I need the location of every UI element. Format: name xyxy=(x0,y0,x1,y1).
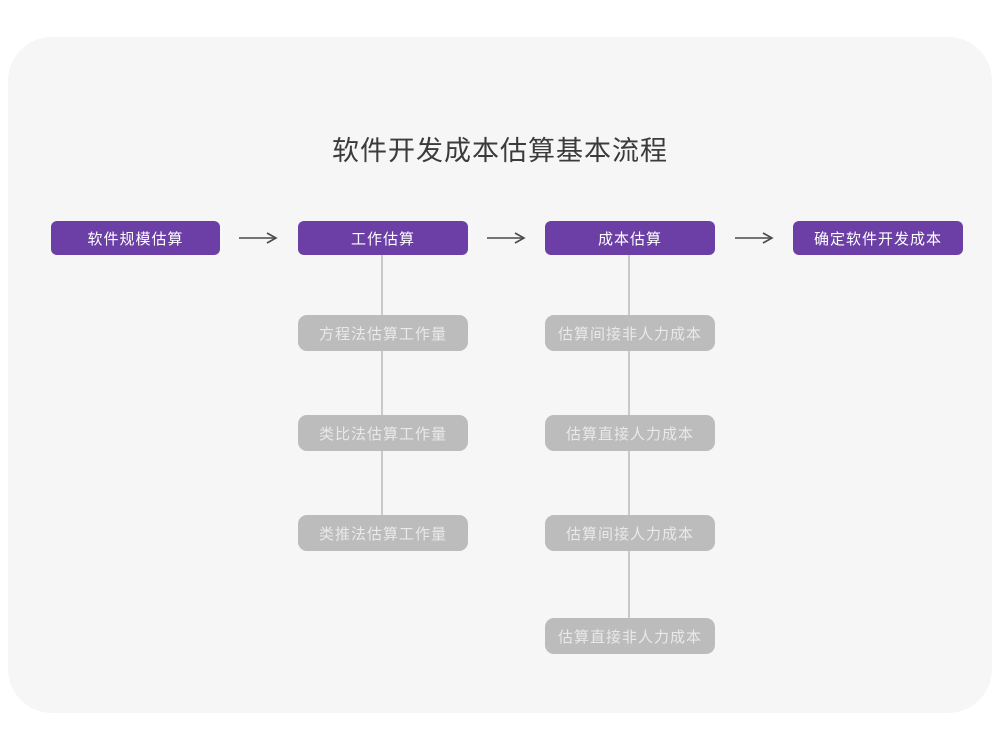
stage-determine-development-cost: 确定软件开发成本 xyxy=(793,221,963,255)
method-analogy-effort-estimation: 类比法估算工作量 xyxy=(298,415,468,451)
stage-software-scale-estimation: 软件规模估算 xyxy=(51,221,220,255)
step-indirect-labor-cost: 估算间接人力成本 xyxy=(545,515,715,551)
step-direct-labor-cost: 估算直接人力成本 xyxy=(545,415,715,451)
page-title: 软件开发成本估算基本流程 xyxy=(332,136,668,166)
step-indirect-non-labor-cost: 估算间接非人力成本 xyxy=(545,315,715,351)
method-equation-effort-estimation: 方程法估算工作量 xyxy=(298,315,468,351)
work-estimation-connector-line xyxy=(381,255,383,535)
flow-arrow-icon xyxy=(735,232,774,244)
flow-arrow-icon xyxy=(239,232,278,244)
stage-cost-estimation: 成本估算 xyxy=(545,221,715,255)
flow-arrow-icon xyxy=(487,232,526,244)
flowchart-card: 软件开发成本估算基本流程 软件规模估算 工作估算 成本估算 确定软件开发成本 方… xyxy=(8,37,992,713)
stage-work-estimation: 工作估算 xyxy=(298,221,468,255)
method-extrapolation-effort-estimation: 类推法估算工作量 xyxy=(298,515,468,551)
step-direct-non-labor-cost: 估算直接非人力成本 xyxy=(545,618,715,654)
